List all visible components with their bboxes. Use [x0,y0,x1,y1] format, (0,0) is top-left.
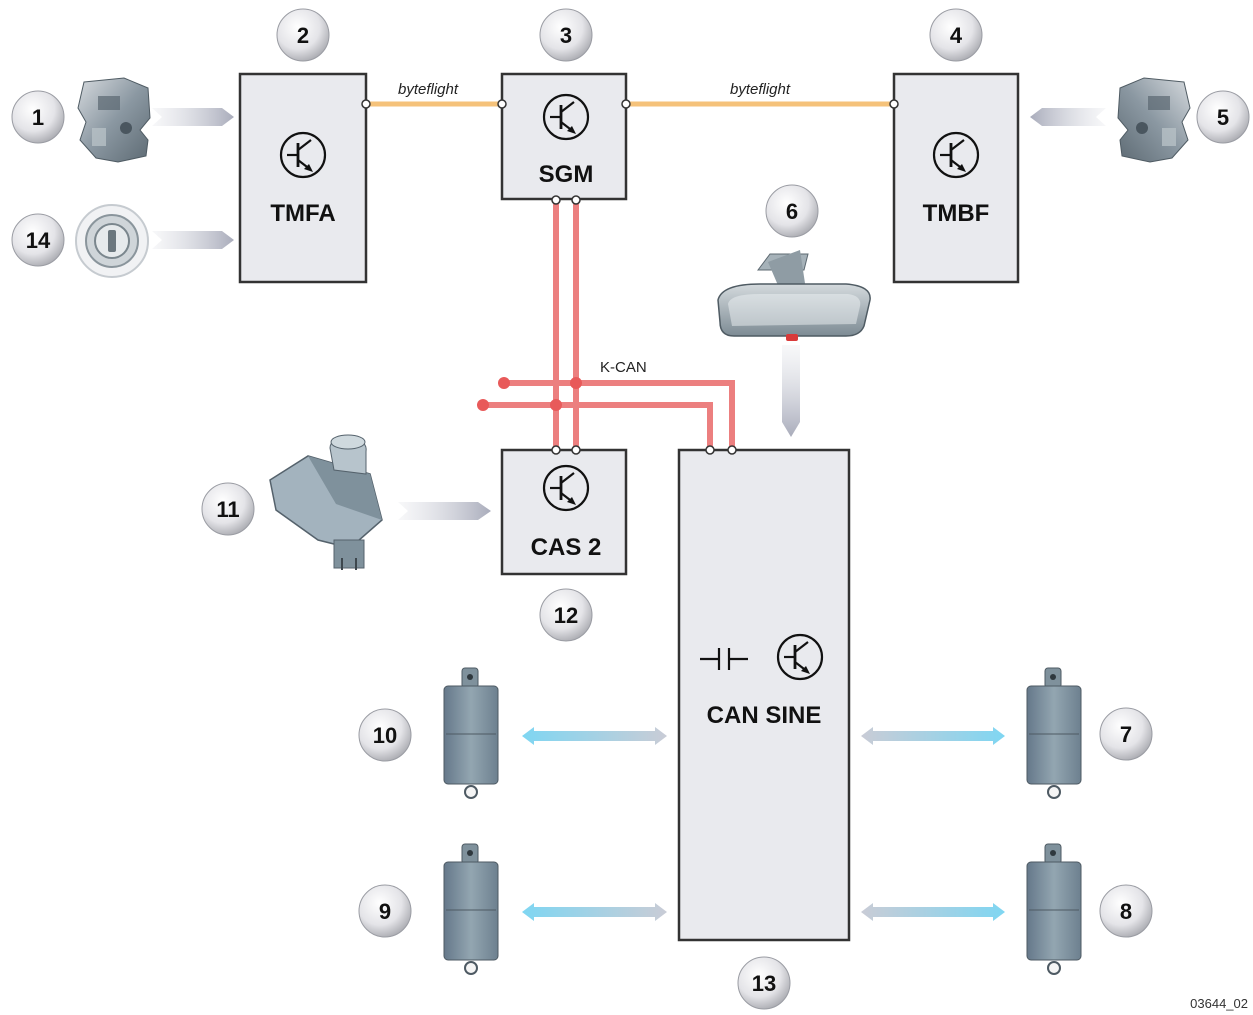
svg-text:6: 6 [786,199,798,224]
ultrasonic-sensor-icon [1026,843,1082,975]
ultrasonic-sensor-icon [1026,667,1082,799]
callout-5: 5 [1196,90,1250,144]
callout-7: 7 [1099,707,1153,761]
module-can-sine: CAN SINE [677,448,851,942]
bidirectional-arrows [522,727,1005,921]
svg-text:1: 1 [32,105,44,130]
svg-text:3: 3 [560,23,572,48]
module-sgm-label: SGM [539,161,594,188]
svg-text:7: 7 [1120,722,1132,747]
rearview-mirror-icon [717,250,871,341]
ultrasonic-sensor-icon [443,667,499,799]
module-tmfa: TMFA [238,72,368,284]
module-can-sine-label: CAN SINE [707,702,822,729]
svg-text:13: 13 [752,971,776,996]
door-lock-icon [1117,77,1191,163]
module-tmbf-label: TMBF [923,200,990,227]
k-can-junctions [477,377,582,411]
callout-4: 4 [929,8,983,62]
door-lock-icon [77,77,151,163]
callout-9: 9 [358,884,412,938]
svg-text:9: 9 [379,899,391,924]
svg-text:5: 5 [1217,105,1229,130]
svg-text:10: 10 [373,723,397,748]
module-tmbf: TMBF [892,72,1020,284]
callout-12: 12 [539,588,593,642]
svg-text:12: 12 [554,603,578,628]
byteflight-label-right: byteflight [730,81,791,98]
ultrasonic-sensor-icon [443,843,499,975]
module-cas-label: CAS 2 [531,534,602,561]
k-can-label: K-CAN [600,359,647,376]
svg-text:2: 2 [297,23,309,48]
callout-3: 3 [539,8,593,62]
module-tmfa-label: TMFA [270,200,335,227]
callout-14: 14 [11,213,65,267]
svg-text:11: 11 [216,497,239,522]
byteflight-label-left: byteflight [398,81,459,98]
svg-text:4: 4 [950,23,963,48]
callout-11: 11 [201,482,255,536]
switch-module-icon [269,434,383,570]
figure-id: 03644_02 [1190,996,1248,1011]
signal-arrows [152,108,1106,520]
module-sgm: SGM [500,72,628,201]
svg-text:8: 8 [1120,899,1132,924]
capacitor-symbol-icon [700,648,748,670]
callout-1: 1 [11,90,65,144]
callout-10: 10 [358,708,412,762]
svg-text:14: 14 [26,228,51,253]
connection-points [361,99,899,455]
callout-6: 6 [765,184,819,238]
module-cas: CAS 2 [500,448,628,576]
callout-8: 8 [1099,884,1153,938]
lock-cylinder-icon [75,204,149,278]
k-can-bus [480,197,735,453]
callout-13: 13 [737,956,791,1010]
callout-badges: 1 2 3 4 5 6 7 8 9 10 11 12 13 14 [11,8,1250,1010]
callout-2: 2 [276,8,330,62]
